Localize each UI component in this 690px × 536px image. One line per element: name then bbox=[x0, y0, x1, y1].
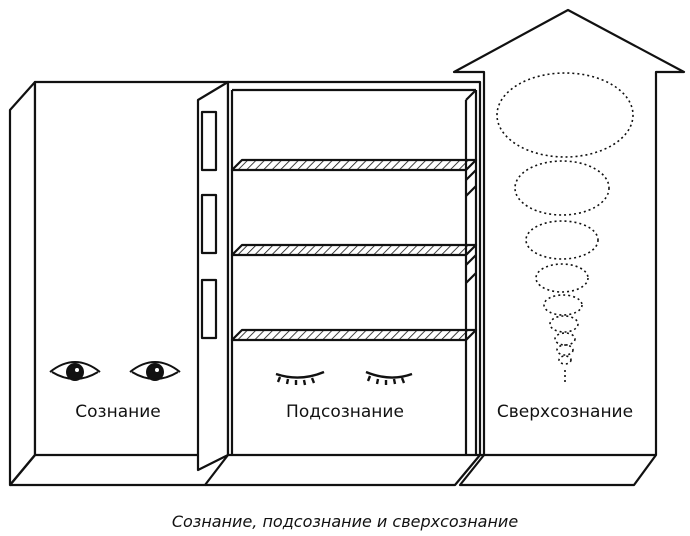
subconscious-box-bottom bbox=[205, 454, 481, 487]
shelf-1 bbox=[230, 158, 478, 172]
shelf-2 bbox=[230, 243, 478, 257]
label-conscious: Сознание bbox=[75, 402, 161, 422]
dotted-spiral bbox=[496, 72, 634, 385]
shelf-3 bbox=[230, 328, 478, 342]
subconscious-box bbox=[226, 80, 482, 457]
hinge-1 bbox=[200, 110, 218, 172]
label-subconscious: Подсознание bbox=[286, 402, 404, 422]
open-eyes bbox=[49, 361, 181, 381]
conscious-box-side bbox=[8, 80, 37, 487]
closed-eyes bbox=[275, 370, 413, 386]
figure-caption: Сознание, подсознание и сверхсознание bbox=[171, 512, 519, 531]
label-superconscious: Сверхсознание bbox=[496, 402, 634, 422]
superconscious-arrow bbox=[452, 8, 686, 487]
hinge-2 bbox=[200, 193, 218, 255]
conscious-box-bottom bbox=[10, 454, 229, 487]
hinge-3 bbox=[200, 278, 218, 340]
